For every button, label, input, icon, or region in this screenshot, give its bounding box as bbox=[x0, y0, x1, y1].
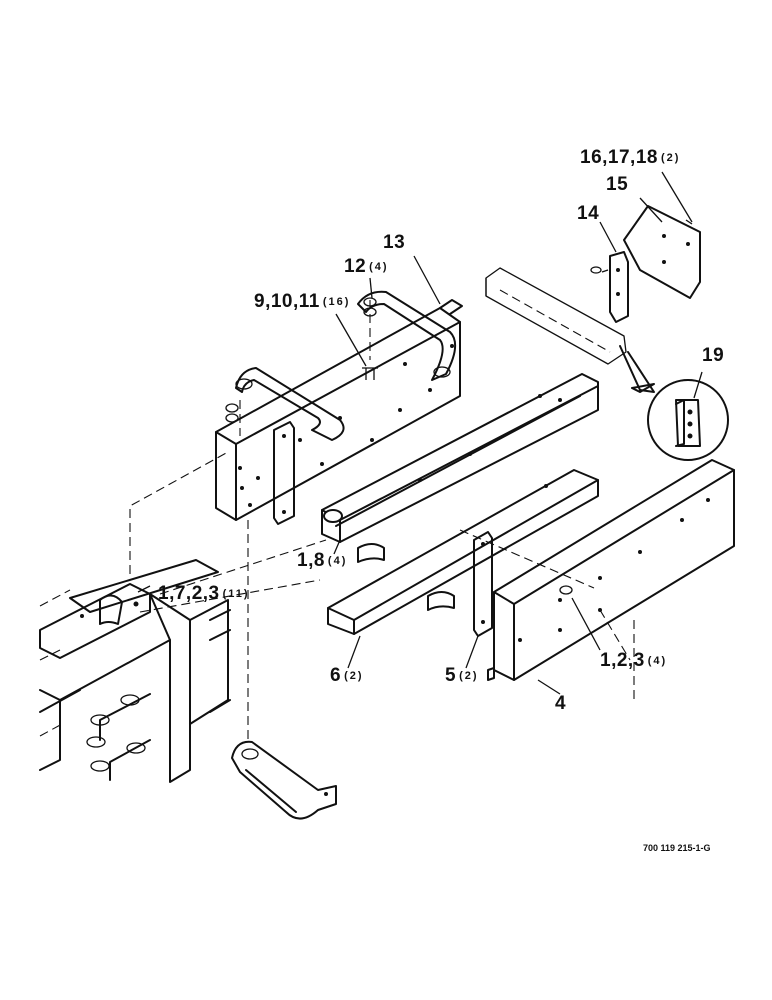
strap-5 bbox=[473, 531, 493, 637]
channel-rail bbox=[321, 373, 599, 543]
leader-lines bbox=[137, 171, 703, 695]
step-handle-upper bbox=[235, 290, 457, 441]
panel-15 bbox=[623, 205, 701, 299]
callout-19: 19 bbox=[702, 345, 725, 366]
rail-clip bbox=[357, 543, 455, 611]
callout-5: 5(2) bbox=[445, 665, 479, 686]
callout-4: 4 bbox=[555, 693, 567, 714]
mounting-arm bbox=[485, 267, 655, 393]
box-panel-4 bbox=[487, 459, 735, 681]
callout-1-7-2-3: 1,7,2,3(11) bbox=[158, 583, 250, 604]
side-strap bbox=[273, 421, 295, 525]
bracket-14 bbox=[590, 251, 629, 323]
callout-9-10-11: 9,10,11(16) bbox=[254, 291, 351, 312]
callout-12: 12(4) bbox=[344, 256, 389, 277]
machine-frame bbox=[39, 559, 231, 783]
bolts-and-washers bbox=[225, 297, 378, 436]
step-handle-lower bbox=[231, 740, 337, 820]
drawing-number: 700 119 215-1-G bbox=[643, 843, 711, 853]
callout-1-8: 1,8(4) bbox=[297, 550, 348, 571]
callout-1-2-3: 1,2,3(4) bbox=[600, 650, 668, 671]
channel-6 bbox=[327, 469, 599, 635]
callout-16-17-18: 16,17,18(2) bbox=[580, 147, 681, 168]
callout-13: 13 bbox=[383, 232, 406, 253]
callout-15: 15 bbox=[606, 174, 629, 195]
step-mount-plate bbox=[215, 299, 463, 521]
callout-6: 6(2) bbox=[330, 665, 364, 686]
detail-inset-19 bbox=[631, 379, 729, 461]
callout-14: 14 bbox=[577, 203, 600, 224]
